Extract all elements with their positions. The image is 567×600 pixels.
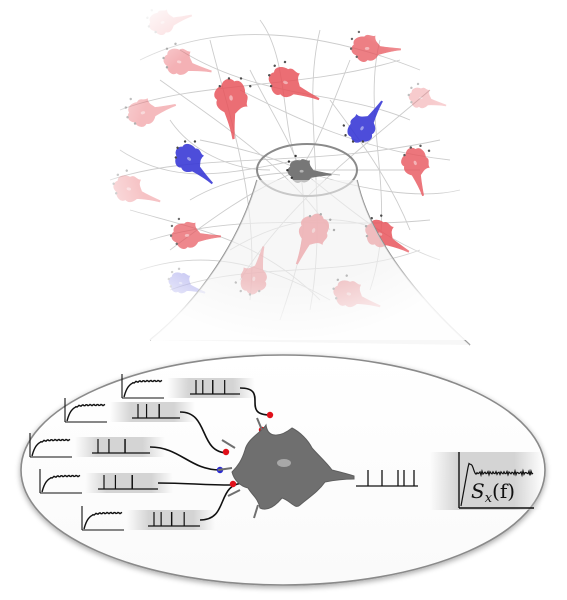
spectrum-curve [460,462,534,507]
power-spectrum-panel: Sx(f) [430,452,542,510]
synapse-dot [427,149,431,152]
neuron-nucleus [299,169,304,173]
response-plot-axes [64,398,107,423]
synapse-dot [283,60,287,64]
input-row [39,469,173,494]
neuron-body [351,34,401,62]
excitatory-neuron [349,30,401,62]
neuron-body [268,67,320,101]
input-wire [149,446,221,471]
synapse-dot [273,64,276,67]
spectrum-label: Sx(f) [471,479,515,506]
synapse-dot [150,8,153,12]
input-row [64,398,195,423]
input-row [121,374,255,399]
neuron-body [401,147,430,197]
synapse-dot [129,97,132,101]
input-wire [157,482,233,486]
input-rows [29,374,255,531]
synapse-dot [380,214,383,217]
synapse-dot [183,140,187,143]
response-plot-axes [39,469,82,494]
target-neuron-nucleus [277,459,291,467]
synapse-dot [116,173,120,177]
excitatory-neuron [112,169,161,203]
synapse-dot [174,42,177,46]
excitatory-neuron [146,8,193,36]
response-plot-curve [123,379,163,398]
synapse-dot [287,160,291,163]
synapse-dot [286,169,289,172]
response-plot-axes [29,433,72,458]
neuron-body [214,78,248,140]
target-neuron [217,417,355,519]
response-plot-curve [83,511,123,530]
synapse-dot [350,37,354,41]
spike-train-background [167,378,255,398]
excitatory-neuron [268,60,320,101]
synapse-dot [294,154,297,158]
neuron-body [408,87,447,109]
response-plot-axes [81,506,124,531]
excitatory-neuron [214,77,252,140]
excitatory-synapse [266,411,274,419]
excitatory-neuron [407,82,447,109]
target-neuron-dendrite [217,417,263,519]
input-row [29,433,165,458]
zoom-panel [20,179,546,586]
input-wires [149,387,271,521]
synapse-dot [416,82,420,86]
input-row [81,506,215,531]
excitatory-neuron [169,217,221,249]
synapse-dot [125,169,128,172]
excitatory-neuron [124,97,177,127]
neuron-body [347,100,383,143]
inhibitory-neuron [342,100,383,143]
excitatory-neuron [401,144,431,197]
excitatory-neuron [162,42,212,75]
synapse-dot [290,176,293,180]
synapse-dot [193,140,197,143]
synapse-dot [170,224,174,228]
target-neuron-small [286,154,332,183]
synapse-dot [177,267,181,271]
neuron-body [163,48,212,75]
synapse-dot [165,47,169,50]
response-plot-curve [66,403,106,422]
neuron-body [149,9,193,36]
spike-train-background [85,473,173,493]
synapse-dot [342,124,346,127]
synapse-dot [146,16,149,19]
neuron-body [287,159,332,183]
spectrum-axes [458,452,534,509]
excitatory-synapse [222,448,230,456]
target-neuron-soma [231,423,355,510]
input-wire [239,387,271,416]
excitatory-synapse [229,480,237,488]
input-wire [199,482,246,521]
input-wire [179,411,229,454]
response-plot-curve [31,438,71,457]
synapse-dot [177,217,181,221]
output-spike-train [356,470,418,487]
spike-train-background [110,402,195,422]
zoomed-neuron-detail: Sx(f) [29,374,542,531]
spectrum-background [430,452,542,510]
neuron-body [127,98,177,127]
synapse-dot [410,86,413,90]
zoom-connector-fill [150,180,470,345]
response-plot-axes [121,374,164,399]
neuron-body [113,175,161,203]
synapse-dot [170,270,174,274]
response-plot-curve [41,474,81,493]
synapse-dot [419,144,422,148]
synapse-dot [357,30,361,34]
